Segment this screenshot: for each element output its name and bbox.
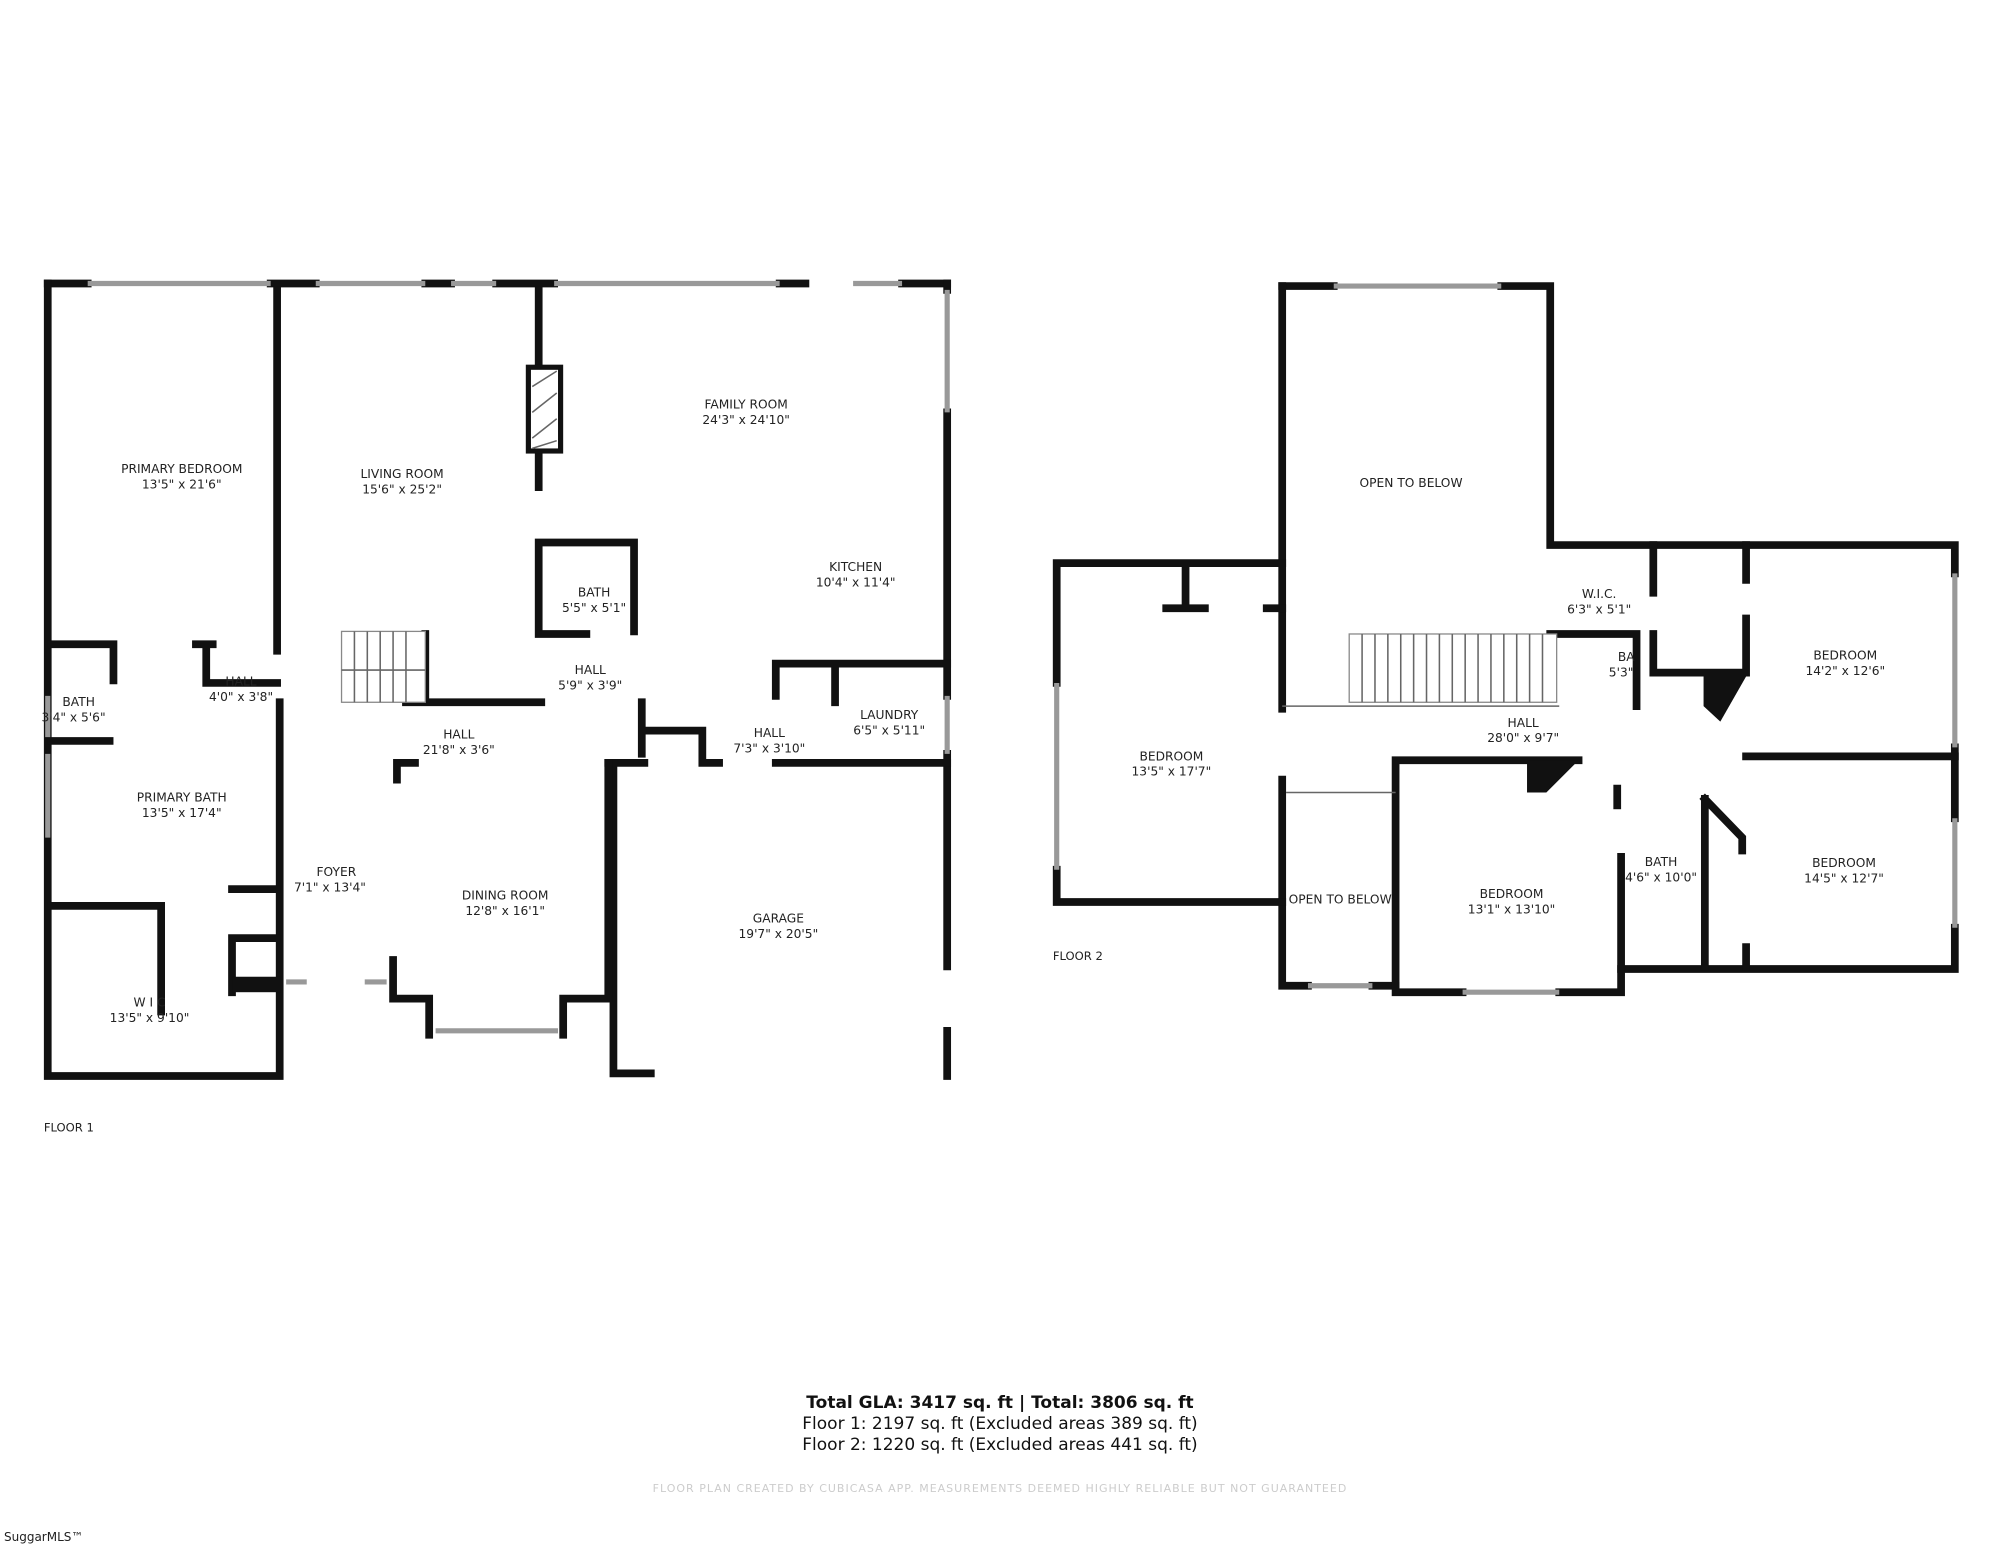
- disclaimer: FLOOR PLAN CREATED BY CUBICASA APP. MEAS…: [652, 1482, 1348, 1495]
- svg-text:21'8" x 3'6": 21'8" x 3'6": [423, 743, 495, 757]
- svg-text:13'5" x 17'7": 13'5" x 17'7": [1132, 765, 1212, 779]
- windows: [1054, 283, 1958, 995]
- svg-text:6'5" x 5'11": 6'5" x 5'11": [853, 723, 925, 737]
- svg-text:7'1" x 13'4": 7'1" x 13'4": [294, 881, 366, 895]
- svg-text:5'5" x 5'1": 5'5" x 5'1": [562, 601, 626, 615]
- staircase: [340, 630, 426, 703]
- room-name: LIVING ROOM: [360, 467, 443, 481]
- room-labels: OPEN TO BELOW W.I.C.6'3" x 5'1" BA 5'3" B…: [1132, 476, 1886, 917]
- room-name: BA: [1618, 650, 1635, 664]
- room-name: HALL: [1508, 716, 1539, 730]
- svg-text:12'8" x 16'1": 12'8" x 16'1": [465, 904, 545, 918]
- room-name: HALL: [443, 727, 474, 741]
- mls-logo: SuggarMLS™: [4, 1530, 84, 1544]
- room-name: BATH: [62, 695, 94, 709]
- svg-text:3'4" x 5'6": 3'4" x 5'6": [41, 711, 105, 725]
- floor-2-label: FLOOR 2: [1053, 949, 1103, 963]
- walls: [43, 279, 952, 1080]
- svg-text:5'9" x 3'9": 5'9" x 3'9": [558, 678, 622, 692]
- svg-text:24'3" x 24'10": 24'3" x 24'10": [702, 413, 790, 427]
- room-name: W.I.C.: [1582, 587, 1617, 601]
- svg-text:13'1" x 13'10": 13'1" x 13'10": [1468, 903, 1556, 917]
- total-area: Total GLA: 3417 sq. ft | Total: 3806 sq.…: [806, 1393, 1194, 1413]
- svg-text:5'3": 5'3": [1609, 666, 1634, 680]
- svg-text:6'3" x 5'1": 6'3" x 5'1": [1567, 602, 1631, 616]
- room-name: HALL: [575, 663, 606, 677]
- room-name: PRIMARY BATH: [137, 790, 227, 804]
- room-name: PRIMARY BEDROOM: [121, 462, 242, 476]
- svg-text:4'0" x 3'8": 4'0" x 3'8": [209, 690, 273, 704]
- room-name: HALL: [225, 675, 256, 689]
- svg-text:10'4" x 11'4": 10'4" x 11'4": [816, 575, 896, 589]
- svg-text:13'5" x 9'10": 13'5" x 9'10": [110, 1011, 190, 1025]
- svg-text:4'6" x 10'0": 4'6" x 10'0": [1625, 870, 1697, 884]
- staircase: [1282, 633, 1560, 707]
- svg-text:13'5" x 17'4": 13'5" x 17'4": [142, 806, 222, 820]
- room-name: KITCHEN: [829, 560, 882, 574]
- room-name: OPEN TO BELOW: [1289, 892, 1392, 906]
- room-name: OPEN TO BELOW: [1360, 476, 1463, 490]
- svg-text:14'5" x 12'7": 14'5" x 12'7": [1804, 872, 1884, 886]
- walls: [1052, 282, 1959, 997]
- svg-text:14'2" x 12'6": 14'2" x 12'6": [1805, 664, 1885, 678]
- room-name: HALL: [754, 726, 785, 740]
- room-name: BEDROOM: [1139, 749, 1203, 763]
- room-name: W I C: [134, 995, 166, 1009]
- room-name: BEDROOM: [1480, 887, 1544, 901]
- room-name: DINING ROOM: [462, 888, 549, 902]
- room-name: BATH: [578, 586, 611, 600]
- room-name: GARAGE: [753, 912, 804, 926]
- room-name: BEDROOM: [1813, 649, 1877, 663]
- windows: [45, 280, 950, 1034]
- floor-2-plan: OPEN TO BELOW W.I.C.6'3" x 5'1" BA 5'3" B…: [1052, 282, 1959, 997]
- svg-text:28'0" x 9'7": 28'0" x 9'7": [1487, 731, 1559, 745]
- floor-2-area: Floor 2: 1220 sq. ft (Excluded areas 441…: [802, 1435, 1198, 1455]
- floor-1-label: FLOOR 1: [44, 1120, 94, 1134]
- room-name: FAMILY ROOM: [704, 397, 787, 411]
- room-name: LAUNDRY: [860, 708, 919, 722]
- room-name: BATH: [1645, 855, 1678, 869]
- svg-text:19'7" x 20'5": 19'7" x 20'5": [739, 927, 819, 941]
- fireplace-icon: [525, 364, 564, 454]
- room-name: FOYER: [317, 865, 357, 879]
- svg-text:7'3" x 3'10": 7'3" x 3'10": [733, 742, 805, 756]
- svg-text:13'5" x 21'6": 13'5" x 21'6": [142, 477, 222, 491]
- svg-text:15'6" x 25'2": 15'6" x 25'2": [362, 483, 442, 497]
- floor-1-area: Floor 1: 2197 sq. ft (Excluded areas 389…: [802, 1414, 1198, 1434]
- room-name: BEDROOM: [1812, 856, 1876, 870]
- area-summary: Total GLA: 3417 sq. ft | Total: 3806 sq.…: [0, 1392, 2000, 1456]
